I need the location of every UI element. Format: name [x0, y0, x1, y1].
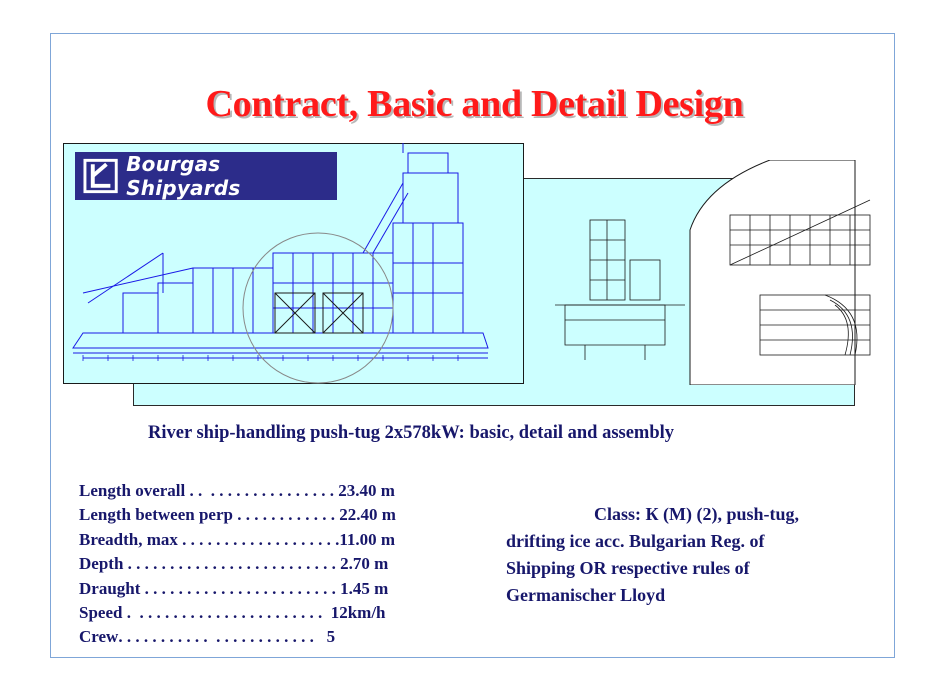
- spec-label: Speed: [79, 603, 123, 623]
- spec-row-speed: Speed . . . . . . . . . . . . . . . . . …: [79, 601, 396, 625]
- spec-label: Breadth, max: [79, 529, 178, 549]
- spec-leader: . . . . . . . . . . . .: [232, 505, 340, 525]
- slide-frame: [50, 33, 895, 658]
- spec-value: 23.40 m: [338, 481, 395, 500]
- slide-title: Contract, Basic and Detail Design: [205, 83, 744, 125]
- section-drawings: [555, 160, 871, 385]
- shipyard-logo-icon: [83, 158, 118, 194]
- spec-value: 5: [326, 627, 336, 647]
- spec-value: 22.40 m: [339, 505, 396, 525]
- spec-label: Length overall: [79, 481, 186, 500]
- spec-leader: . . . . . . . . . . . . . . . . . . .: [177, 529, 340, 549]
- classification-body: Class: К (M) (2), push-tug, drifting ice…: [506, 504, 800, 605]
- spec-value: 2.70 m: [340, 554, 389, 574]
- spec-row-crew: Crew. . . . . . . . . . . . . . . . . . …: [79, 625, 396, 649]
- spec-label: Depth: [79, 554, 124, 574]
- specifications-list: Length overall . . . . . . . . . . . . .…: [79, 479, 396, 650]
- spec-label: Draught: [79, 578, 141, 598]
- spec-leader: . . . . . . . . . . . . . . . . . . . . …: [118, 627, 327, 647]
- spec-value: 1.45 m: [340, 578, 389, 598]
- bourgas-shipyards-logo: Bourgas Shipyards: [75, 152, 337, 200]
- spec-row-length-overall: Length overall . . . . . . . . . . . . .…: [79, 479, 396, 503]
- spec-label: Crew: [79, 627, 119, 647]
- spec-value: 12km/h: [330, 603, 386, 623]
- spec-value: 11.00 m: [339, 529, 396, 549]
- ship-profile-drawing: [72, 143, 489, 384]
- spec-leader: . . . . . . . . . . . . . . . . .: [185, 481, 339, 500]
- classification-text: Class: К (M) (2), push-tug, drifting ice…: [506, 501, 836, 609]
- drawing-caption: River ship-handling push-tug 2x578kW: ba…: [148, 423, 675, 443]
- spec-label: Length between perp: [79, 505, 233, 525]
- logo-text: Bourgas Shipyards: [126, 152, 241, 200]
- spec-leader: . . . . . . . . . . . . . . . . . . . . …: [140, 578, 341, 598]
- spec-leader: . . . . . . . . . . . . . . . . . . . . …: [123, 554, 341, 574]
- spec-row-depth: Depth . . . . . . . . . . . . . . . . . …: [79, 552, 396, 576]
- spec-row-length-between-perp: Length between perp . . . . . . . . . . …: [79, 503, 396, 527]
- spec-row-draught: Draught . . . . . . . . . . . . . . . . …: [79, 577, 396, 601]
- spec-leader: . . . . . . . . . . . . . . . . . . . . …: [122, 603, 331, 623]
- spec-row-breadth: Breadth, max . . . . . . . . . . . . . .…: [79, 528, 396, 552]
